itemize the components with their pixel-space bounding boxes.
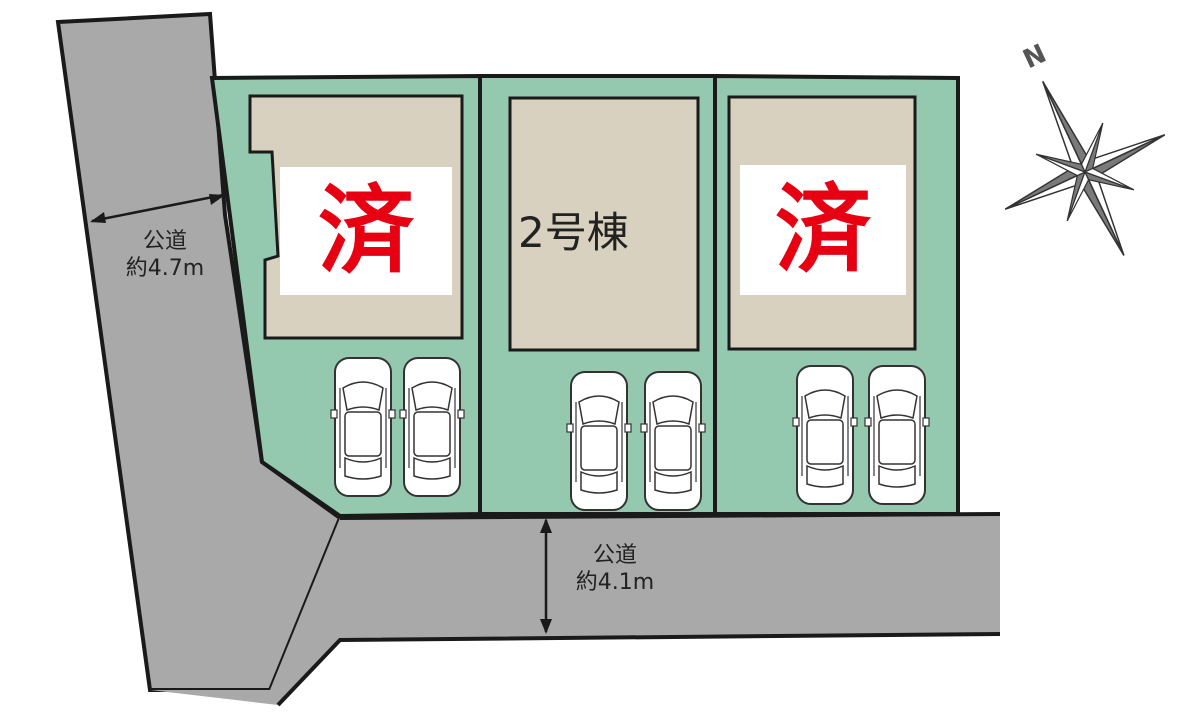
road-south: [150, 514, 1000, 705]
lot-3-car-2: [864, 365, 930, 505]
lot-2-label: 2号棟: [518, 208, 629, 257]
lot-2-car-1: [566, 371, 632, 511]
lot-1-sold-badge: 済: [280, 167, 452, 295]
south-road-width-arrow: [540, 518, 552, 634]
west-road-label-width: 約4.7m: [125, 256, 205, 281]
lot-2-car-2: [640, 371, 706, 511]
parking-cars: [330, 357, 930, 511]
west-road-label-type: 公道: [142, 229, 187, 254]
south-road-label: 公道 約4.1m: [555, 542, 675, 596]
lot-3-sold-badge: 済: [740, 165, 906, 295]
lot-1-sold-text: 済: [318, 175, 414, 287]
lot-1-car-1: [330, 357, 396, 497]
south-road-label-width: 約4.1m: [575, 570, 655, 595]
south-road-label-type: 公道: [592, 543, 637, 568]
lot-2-building: [508, 96, 700, 352]
lot-1-car-2: [399, 357, 465, 497]
west-road-width-arrow: [90, 193, 225, 223]
lot-3-car-1: [792, 365, 858, 505]
west-road-label: 公道 約4.7m: [100, 228, 230, 282]
lot-3-sold-text: 済: [775, 174, 871, 286]
compass-rose-icon: [1004, 80, 1166, 256]
